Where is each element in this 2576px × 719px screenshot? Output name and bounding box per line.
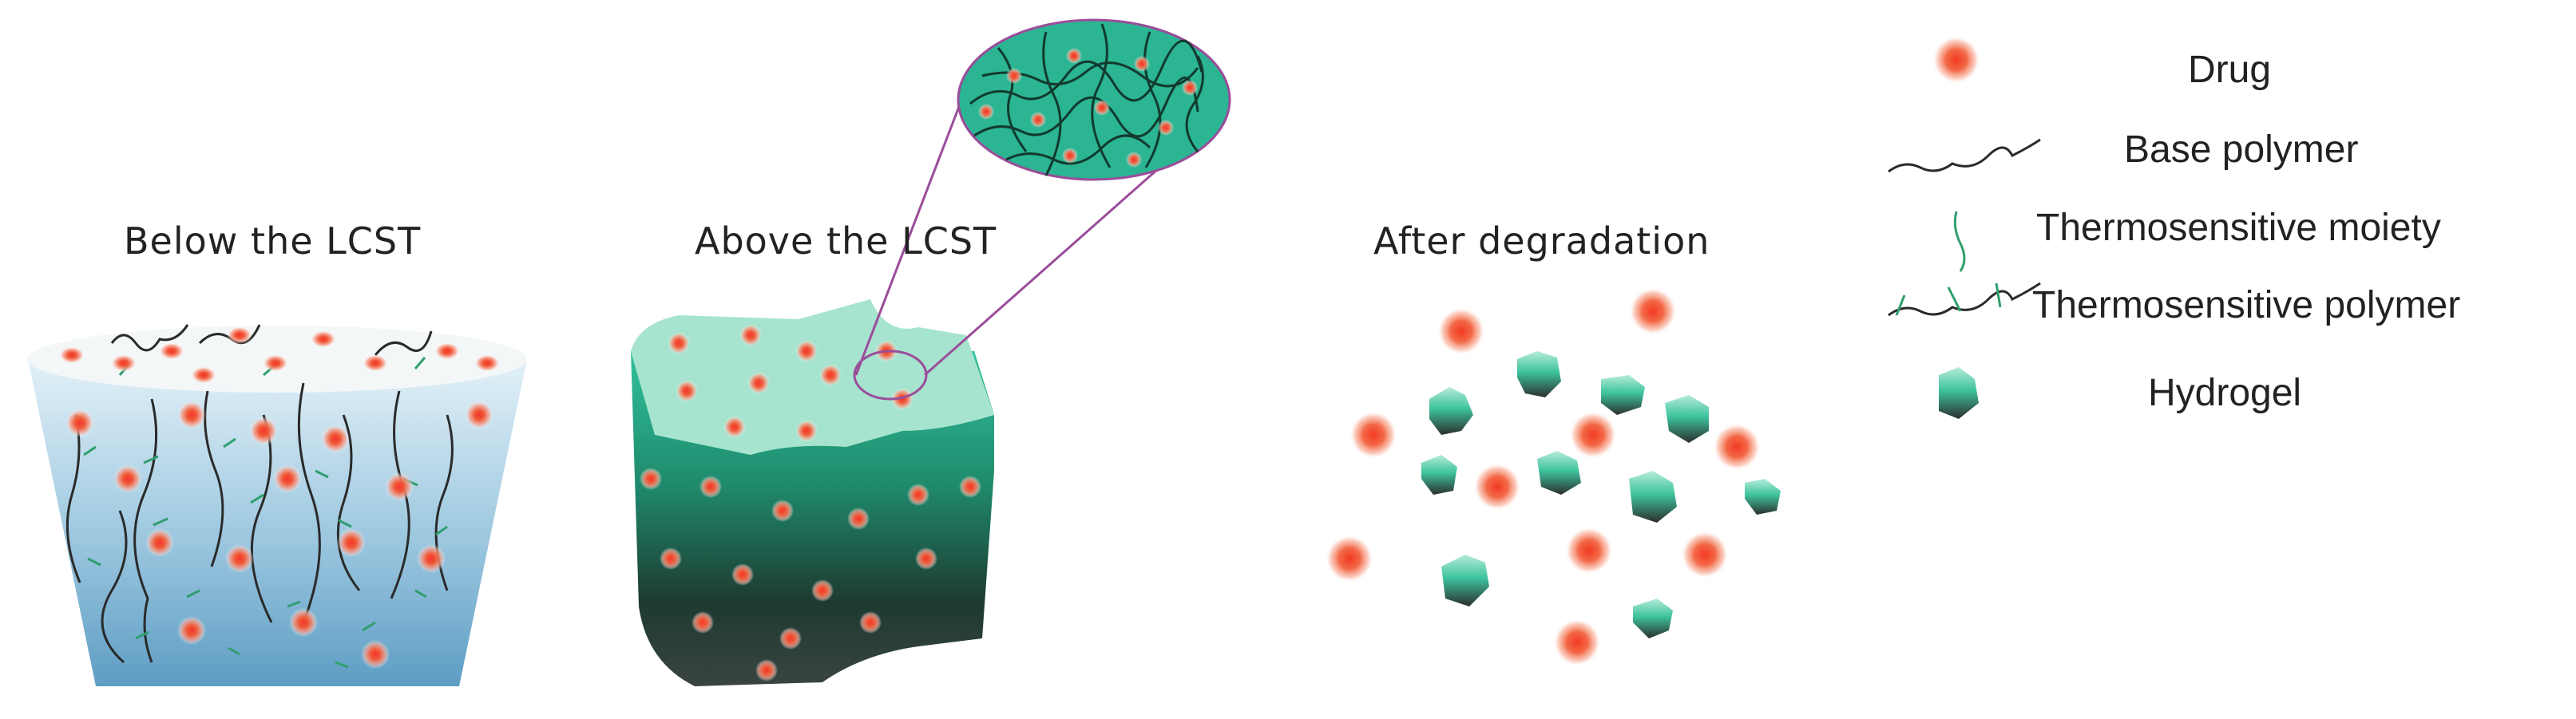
block-drug-dots: [640, 324, 981, 681]
label-above-lcst: Above the LCST: [695, 219, 997, 263]
legend-label-drug: Drug: [2188, 49, 2272, 91]
legend-thermo-polymer-icon: [1888, 282, 2041, 317]
label-below-lcst: Below the LCST: [124, 219, 422, 263]
legend-base-polymer-icon: [1888, 138, 2041, 173]
hydrogel-fragments: [1421, 351, 1781, 638]
cup-illustration: [27, 324, 527, 686]
released-drug-dots: [1326, 287, 1761, 666]
legend-label-thermo-polymer: Thermosensitive polymer: [2032, 284, 2461, 326]
legend-label-base-polymer: Base polymer: [2124, 128, 2359, 171]
degradation-illustration: [1326, 287, 1781, 666]
legend-moiety-icon: [1953, 211, 1966, 272]
block-top: [631, 299, 994, 455]
label-after-degradation: After degradation: [1373, 219, 1710, 263]
magnify-connector-left: [854, 87, 968, 376]
hydrogel-block-illustration: [631, 87, 1215, 686]
zoom-inset: [957, 18, 1231, 181]
legend-label-hydrogel: Hydrogel: [2148, 372, 2302, 414]
cup-moiety-ticks: [83, 357, 448, 669]
cup-drug-dots: [59, 326, 500, 669]
legend-hydrogel-icon: [1939, 367, 1979, 419]
zoom-drug-dots: [978, 48, 1198, 168]
legend-label-thermo-moiety: Thermosensitive moiety: [2036, 207, 2441, 249]
legend: [1888, 36, 2041, 419]
legend-drug-icon: [1932, 36, 1980, 84]
cup-body: [28, 359, 527, 686]
